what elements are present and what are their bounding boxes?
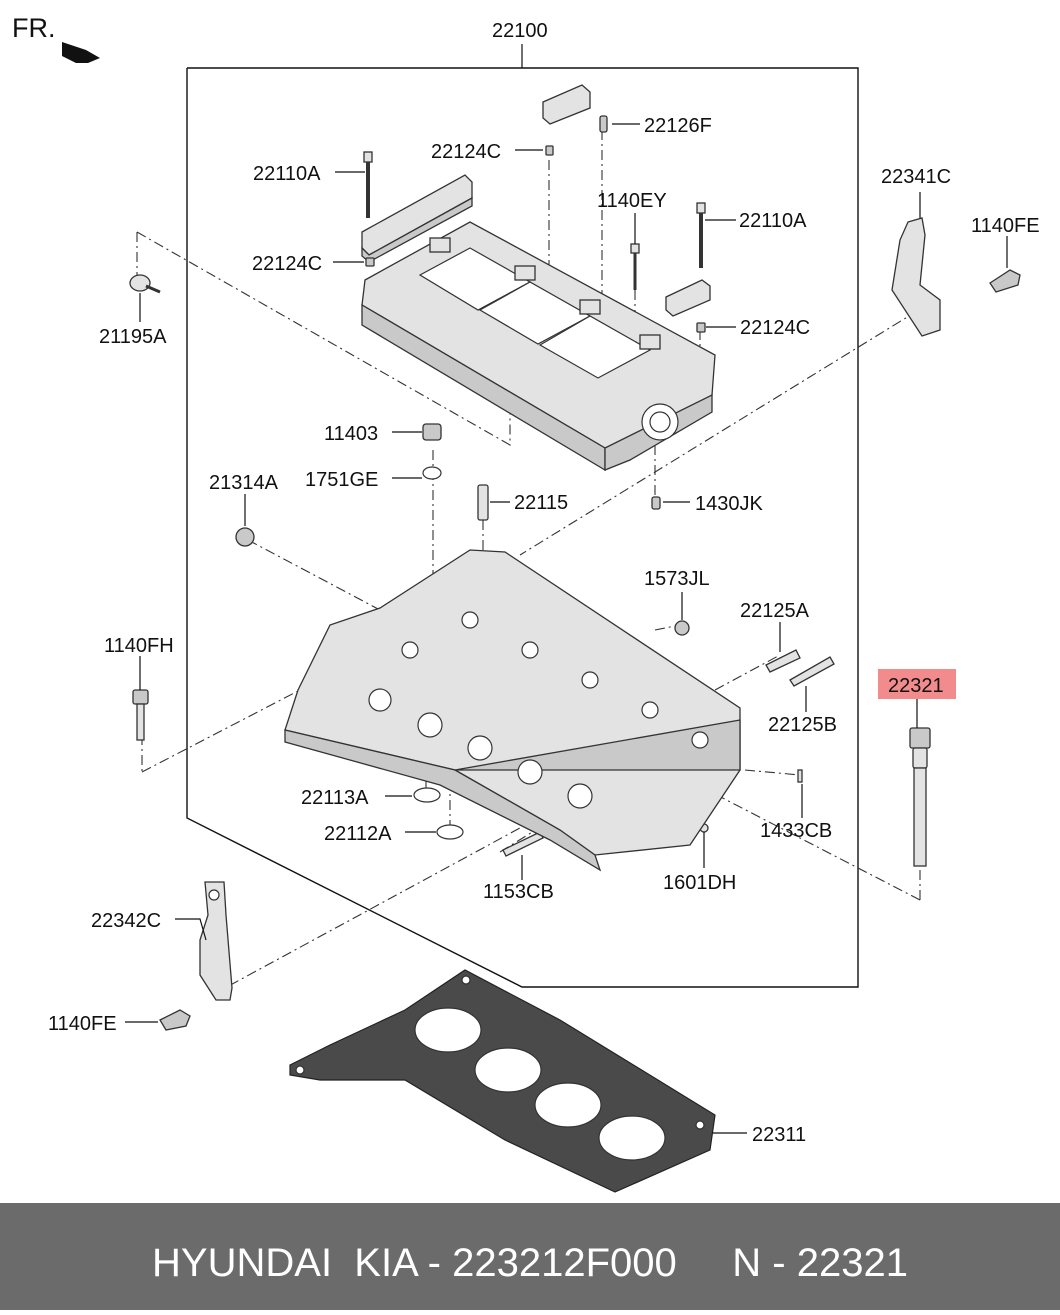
label-22110A-right: 22110A <box>739 210 807 232</box>
bolts <box>132 269 1021 1031</box>
label-1601DH: 1601DH <box>663 872 736 894</box>
label-22110A-left: 22110A <box>253 163 321 185</box>
label-21314A: 21314A <box>209 472 279 494</box>
highlight-22321 <box>878 669 956 699</box>
label-1751GE: 1751GE <box>305 469 378 491</box>
small-hardware <box>129 115 835 857</box>
footer-banner <box>0 1203 1060 1310</box>
bearing-caps <box>361 84 711 317</box>
brackets <box>199 217 941 1001</box>
part-labels: 22126F 22124C 22110A 22341C 1140EY 22110… <box>48 115 1040 1146</box>
label-1573JL: 1573JL <box>644 568 710 590</box>
label-22124C-right: 22124C <box>740 317 810 339</box>
label-22342C: 22342C <box>91 910 161 932</box>
label-22115: 22115 <box>514 492 568 514</box>
label-1433CB: 1433CB <box>760 820 832 842</box>
head-gasket-22311 <box>289 969 716 1193</box>
assembly-frame <box>186 67 859 988</box>
label-11403: 11403 <box>324 423 378 445</box>
label-22112A: 22112A <box>324 823 392 845</box>
valve-seals <box>413 787 464 840</box>
label-1140FE-left: 1140FE <box>48 1013 117 1035</box>
label-1430JK: 1430JK <box>695 493 763 515</box>
camshaft-carrier <box>361 221 716 472</box>
label-1140FE-right: 1140FE <box>971 215 1040 237</box>
label-1140FH: 1140FH <box>104 635 174 657</box>
bolt-22321 <box>909 727 931 749</box>
footer-part-number: HYUNDAI KIA - 223212F000 N - 22321 <box>152 1241 908 1285</box>
label-22341C: 22341C <box>881 166 951 188</box>
label-21195A: 21195A <box>99 326 167 348</box>
label-22321: 22321 <box>888 675 944 697</box>
label-22126F: 22126F <box>644 115 712 137</box>
leader-lines <box>125 123 1008 1134</box>
cylinder-head <box>284 549 741 872</box>
label-22125A: 22125A <box>740 600 810 622</box>
label-22125B: 22125B <box>768 714 837 736</box>
front-arrow-icon <box>62 42 100 63</box>
front-direction-label: FR. <box>12 13 56 43</box>
label-22124C-mid: 22124C <box>252 253 322 275</box>
label-1140EY: 1140EY <box>597 190 667 212</box>
label-22113A: 22113A <box>301 787 369 809</box>
label-1153CB: 1153CB <box>483 881 554 903</box>
label-22311: 22311 <box>752 1124 806 1146</box>
assembly-label: 22100 <box>492 20 548 42</box>
label-22124C-top: 22124C <box>431 141 501 163</box>
